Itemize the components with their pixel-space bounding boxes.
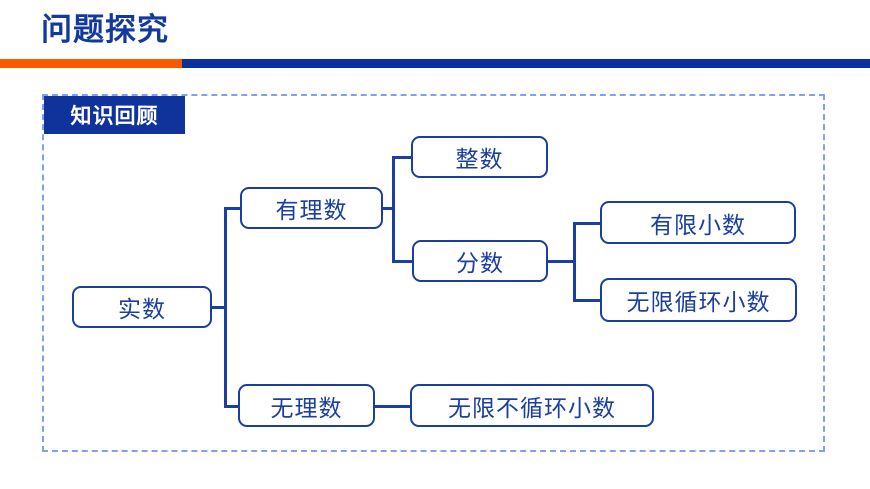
node-finite-decimal[interactable]: 有限小数 bbox=[600, 201, 796, 244]
page-title: 问题探究 bbox=[41, 12, 169, 47]
node-irrational[interactable]: 无理数 bbox=[238, 384, 375, 427]
divider-orange-segment bbox=[0, 59, 182, 68]
node-real[interactable]: 实数 bbox=[72, 286, 212, 328]
edge-irrational-nonrepeating bbox=[373, 405, 412, 408]
node-fraction[interactable]: 分数 bbox=[412, 240, 548, 282]
knowledge-review-badge: 知识回顾 bbox=[44, 96, 185, 134]
edge-trunk-rational bbox=[224, 207, 242, 210]
edge-fraction-vertical bbox=[573, 222, 576, 301]
node-integer[interactable]: 整数 bbox=[411, 136, 548, 178]
divider-blue-segment bbox=[182, 59, 870, 68]
header-divider bbox=[0, 59, 870, 68]
edge-real-trunk bbox=[211, 306, 227, 309]
edge-fraction-branch bbox=[546, 260, 575, 263]
node-repeating-decimal[interactable]: 无限循环小数 bbox=[600, 278, 797, 322]
edge-rational-fraction bbox=[392, 260, 413, 263]
knowledge-review-panel bbox=[42, 94, 825, 452]
edge-fraction-repeating bbox=[573, 299, 601, 302]
edge-trunk-irrational bbox=[224, 405, 240, 408]
edge-rational-integer bbox=[392, 156, 412, 159]
node-rational[interactable]: 有理数 bbox=[240, 187, 383, 229]
edge-rational-vertical bbox=[392, 156, 395, 263]
edge-trunk-vertical bbox=[224, 207, 227, 408]
node-non-repeating-decimal[interactable]: 无限不循环小数 bbox=[410, 384, 654, 427]
edge-rational-branch bbox=[381, 207, 395, 210]
edge-fraction-finite bbox=[573, 222, 601, 225]
